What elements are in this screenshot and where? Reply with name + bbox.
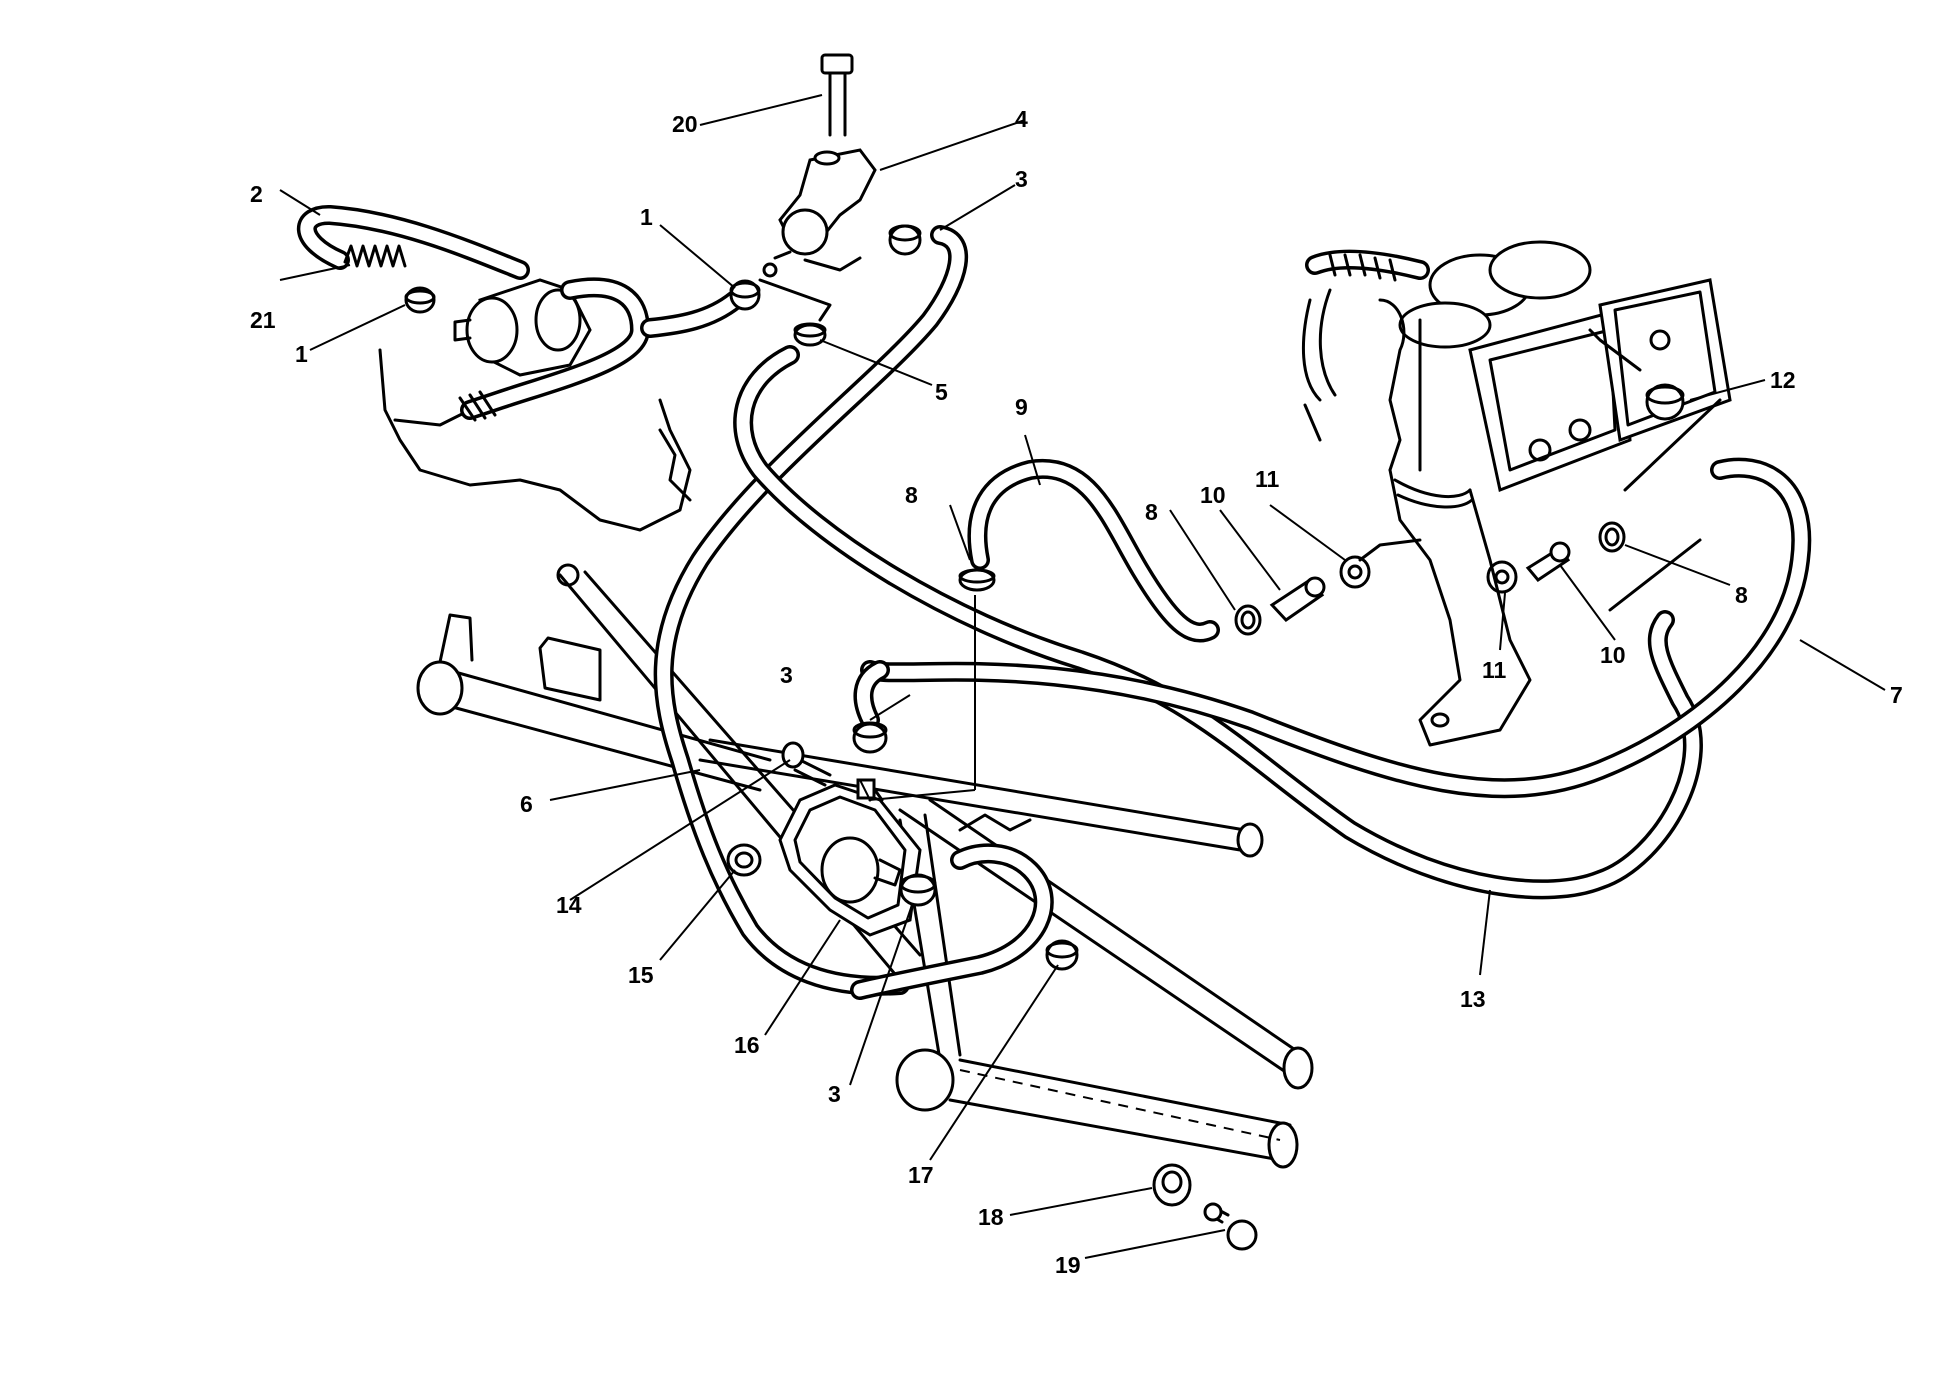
callouts: 20 4 3 1 2 21 1 5 9 8 8 10 11 12 8 11 10…	[250, 106, 1903, 1278]
callout-21: 21	[250, 307, 276, 333]
callout-8: 8	[905, 482, 918, 508]
fuel-pump	[778, 778, 922, 937]
grommet-15	[726, 843, 762, 877]
leader-lines	[279, 94, 1886, 1259]
clamp-8-mid	[1234, 604, 1262, 636]
pump-outlet-hose	[850, 843, 1054, 1000]
callout-17: 17	[908, 1162, 934, 1188]
callout-1: 1	[295, 341, 308, 367]
callout-1: 1	[640, 204, 653, 230]
carburetor-assembly	[1302, 240, 1732, 747]
clamp-3-mid	[852, 721, 888, 754]
spacer-17	[1045, 939, 1079, 971]
fuel-tank	[378, 348, 692, 532]
hose-9	[967, 458, 1220, 643]
callout-11: 11	[1255, 466, 1280, 492]
callout-6: 6	[520, 791, 533, 817]
callout-10: 10	[1200, 482, 1226, 508]
washer-11-left	[1339, 555, 1371, 589]
callout-7: 7	[1890, 682, 1903, 708]
hose-7	[860, 457, 1812, 799]
clamp-5	[793, 322, 827, 347]
callout-13: 13	[1460, 986, 1486, 1012]
clamp-8-right	[1598, 521, 1626, 553]
callout-11: 11	[1482, 657, 1507, 683]
pump-inlet-hose	[853, 660, 890, 730]
callout-9: 9	[1015, 394, 1028, 420]
callout-18: 18	[978, 1204, 1004, 1230]
callout-15: 15	[628, 962, 654, 988]
clamp-3-lower	[899, 873, 937, 907]
clamp-8-left	[958, 568, 996, 592]
fuel-filter	[296, 205, 761, 422]
frame	[416, 563, 1314, 1169]
callout-20: 20	[672, 111, 698, 137]
fuel-tap	[758, 53, 877, 322]
callout-4: 4	[1015, 106, 1028, 132]
callout-8: 8	[1735, 582, 1748, 608]
callout-14: 14	[556, 892, 582, 918]
callout-19: 19	[1055, 1252, 1081, 1278]
hose-6	[653, 225, 969, 996]
fitting-10-left	[1269, 576, 1326, 622]
callout-16: 16	[734, 1032, 760, 1058]
callout-5: 5	[935, 379, 948, 405]
callout-12: 12	[1770, 367, 1796, 393]
callout-10: 10	[1600, 642, 1626, 668]
callout-3: 3	[780, 662, 793, 688]
bolt-19	[1203, 1202, 1258, 1251]
grommet-18	[1152, 1163, 1192, 1207]
hose-13	[733, 345, 1703, 900]
callout-3: 3	[1015, 166, 1028, 192]
clamp-3-top	[888, 224, 922, 256]
callout-2: 2	[250, 181, 263, 207]
fitting-10-right	[1525, 541, 1571, 582]
callout-8: 8	[1145, 499, 1158, 525]
callout-3: 3	[828, 1081, 841, 1107]
